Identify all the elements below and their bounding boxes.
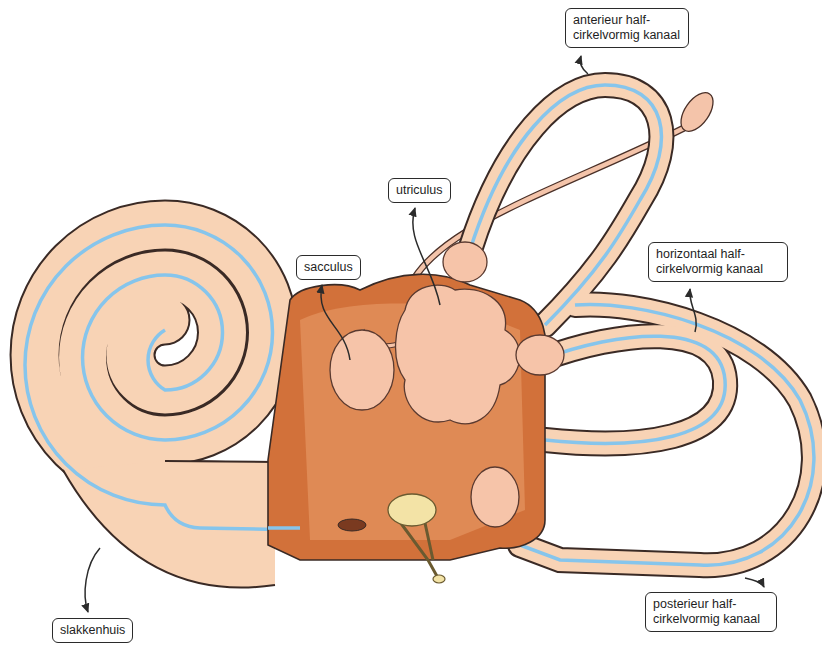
callout-label: anterieur half- cirkelvormig kanaal: [573, 13, 681, 43]
posterior-ampulla: [471, 467, 519, 527]
horizontal-canal-outline: [540, 336, 725, 443]
horizontal-duct: [540, 336, 725, 443]
saccule: [330, 330, 394, 410]
posterior-canal: [520, 304, 814, 565]
vestibule: [268, 274, 546, 560]
stapes-footplate: [388, 494, 436, 526]
horizontal-canal: [540, 336, 725, 443]
anterior-duct: [470, 85, 661, 325]
anterior-canal: [470, 85, 661, 325]
leader-line: [85, 548, 100, 612]
callout-box: slakkenhuis: [52, 618, 133, 643]
leader-line: [745, 578, 764, 587]
cochlea-base: [63, 461, 275, 588]
leader-line: [321, 285, 350, 360]
callout-label: posterieur half- cirkelvormig kanaal: [653, 597, 769, 627]
cochlea-outline: [35, 225, 290, 488]
posterior-canal-outline: [520, 304, 814, 565]
posterior-duct: [520, 304, 814, 565]
leader-line: [580, 56, 588, 74]
cochlear-duct-end: [268, 526, 300, 530]
horizontal-ampulla: [516, 335, 564, 375]
callout-box: sacculus: [296, 255, 361, 280]
leader-line: [413, 208, 440, 305]
leader-lines: [85, 56, 764, 612]
anterior-canal-outline: [470, 85, 661, 325]
utricle: [396, 285, 520, 424]
callout-box: utriculus: [388, 178, 451, 203]
endolymphatic-sac: [675, 87, 720, 137]
stapes-legs: [400, 522, 438, 578]
callout-box: anterieur half- cirkelvormig kanaal: [565, 8, 689, 48]
cochlea-base-edge: [165, 461, 275, 462]
cochlear-duct: [25, 225, 300, 530]
callout-box: horizontaal half- cirkelvormig kanaal: [648, 242, 788, 282]
callout-label: slakkenhuis: [60, 623, 125, 638]
round-window: [338, 519, 366, 531]
callout-box: posterieur half- cirkelvormig kanaal: [645, 592, 777, 632]
callout-label: sacculus: [304, 260, 353, 275]
cochlea: [35, 225, 290, 488]
callout-label: horizontaal half- cirkelvormig kanaal: [656, 247, 780, 277]
anterior-ampulla: [443, 242, 487, 282]
stapes-head: [433, 575, 445, 583]
callout-label: utriculus: [396, 183, 443, 198]
leader-line: [690, 289, 696, 332]
